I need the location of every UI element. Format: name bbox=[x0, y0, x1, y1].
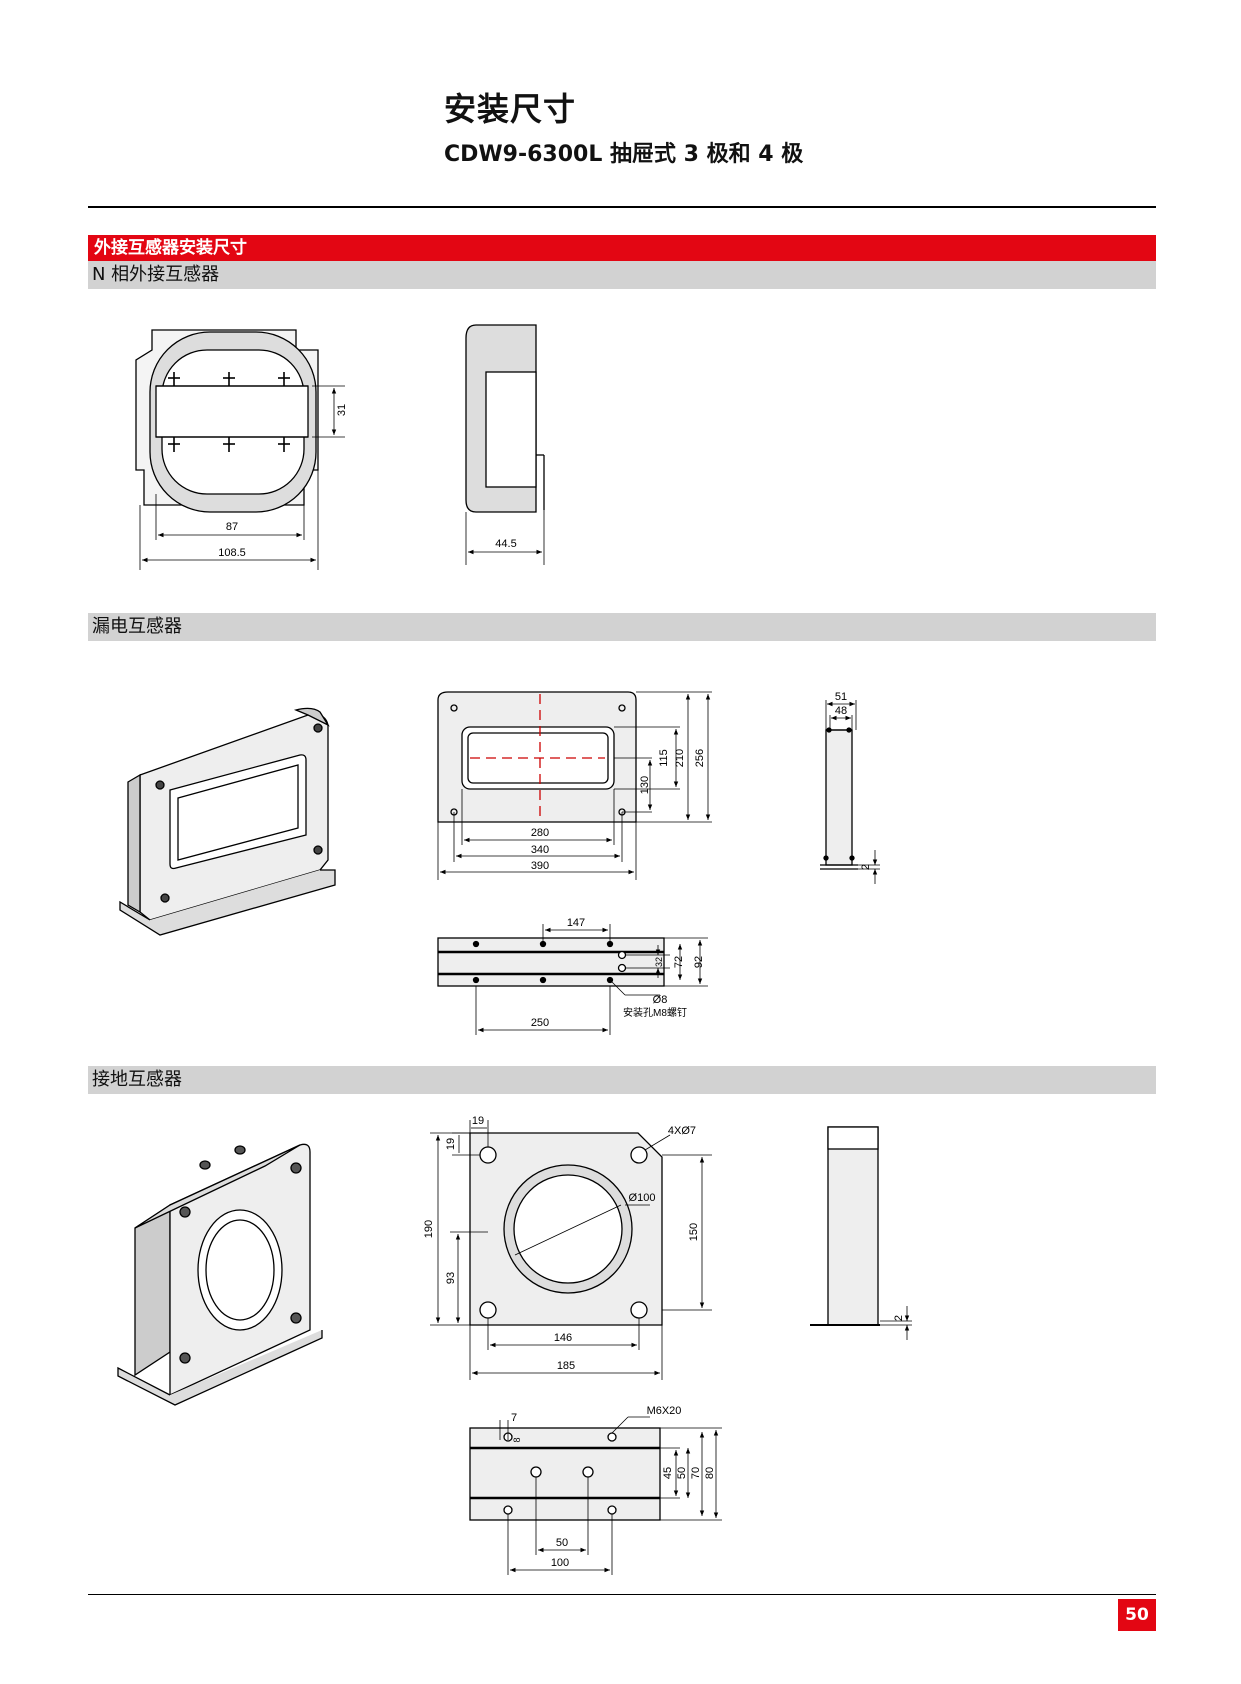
leak-hole-note: 安装孔M8螺钉 bbox=[623, 1006, 687, 1019]
section-header-ground: 接地互感器 bbox=[88, 1066, 1156, 1094]
dim-ground-146: 146 bbox=[554, 1332, 572, 1344]
dim-n-outer-width: 108.5 bbox=[218, 547, 246, 559]
section-header-n-phase: N 相外接互感器 bbox=[88, 261, 1156, 289]
dim-leak-bottom-72: 72 bbox=[673, 956, 685, 968]
section-header-leakage: 漏电互感器 bbox=[88, 613, 1156, 641]
page-title: 安装尺寸 bbox=[444, 90, 577, 128]
dim-leak-bottom-250: 250 bbox=[531, 1017, 549, 1029]
page-subtitle: CDW9-6300L 抽屉式 3 极和 4 极 bbox=[444, 142, 804, 167]
dim-ground-b50: 50 bbox=[556, 1537, 568, 1549]
dim-ground-top-19: 19 bbox=[472, 1115, 484, 1127]
dim-leak-bottom-32: 32 bbox=[654, 957, 664, 967]
leakage-front-view bbox=[437, 691, 712, 880]
dim-ground-80: 80 bbox=[704, 1467, 716, 1479]
n-phase-front-view bbox=[135, 329, 345, 570]
dim-ground-side-19: 19 bbox=[445, 1138, 457, 1150]
leakage-bottom-view bbox=[437, 924, 708, 1035]
dim-ground-screw: M6X20 bbox=[647, 1405, 682, 1417]
dim-leak-340: 340 bbox=[531, 844, 549, 856]
dim-ground-50v: 50 bbox=[676, 1467, 688, 1479]
dim-ground-side-2: 2 bbox=[893, 1315, 905, 1321]
dim-leak-hole: Ø8 bbox=[653, 994, 668, 1006]
dim-n-depth: 44.5 bbox=[495, 538, 516, 550]
dim-ground-93: 93 bbox=[445, 1272, 457, 1284]
n-phase-side-view bbox=[465, 324, 545, 565]
dim-n-window-height: 31 bbox=[336, 404, 348, 416]
dim-ground-bottom-7: 7 bbox=[511, 1412, 517, 1424]
leakage-iso-view bbox=[119, 707, 336, 936]
dim-ground-bottom-8: 8 bbox=[512, 1437, 522, 1442]
section-header-main: 外接互感器安装尺寸 bbox=[88, 235, 1156, 261]
dim-leak-256: 256 bbox=[694, 749, 706, 767]
dim-n-inner-width: 87 bbox=[226, 521, 238, 533]
dim-ground-185: 185 bbox=[557, 1360, 575, 1372]
dim-leak-side-51: 51 bbox=[835, 691, 847, 703]
dim-leak-side-2: 2 bbox=[860, 864, 872, 870]
dim-leak-130: 130 bbox=[639, 776, 651, 794]
leakage-side-view bbox=[820, 700, 880, 884]
bottom-rule bbox=[88, 1594, 1156, 1595]
top-rule bbox=[88, 206, 1156, 208]
ground-front-view bbox=[430, 1120, 712, 1380]
dim-ground-holes: 4XØ7 bbox=[668, 1125, 696, 1137]
dim-leak-280: 280 bbox=[531, 827, 549, 839]
dim-ground-70: 70 bbox=[690, 1467, 702, 1479]
dim-ground-190: 190 bbox=[423, 1220, 435, 1238]
dim-ground-150: 150 bbox=[688, 1223, 700, 1241]
ground-bottom-view bbox=[469, 1416, 722, 1575]
ground-iso-view bbox=[117, 1143, 323, 1406]
dim-leak-bottom-92: 92 bbox=[693, 956, 705, 968]
dim-leak-115: 115 bbox=[658, 749, 670, 767]
dim-leak-side-48: 48 bbox=[835, 705, 847, 717]
dim-ground-45: 45 bbox=[662, 1467, 674, 1479]
page-number: 50 bbox=[1118, 1599, 1156, 1631]
dim-leak-bottom-147: 147 bbox=[567, 917, 585, 929]
ground-side-view bbox=[810, 1126, 912, 1340]
dim-ground-diameter: Ø100 bbox=[629, 1192, 656, 1204]
dim-ground-b100: 100 bbox=[551, 1557, 569, 1569]
dim-leak-210: 210 bbox=[674, 749, 686, 767]
dim-leak-390: 390 bbox=[531, 860, 549, 872]
